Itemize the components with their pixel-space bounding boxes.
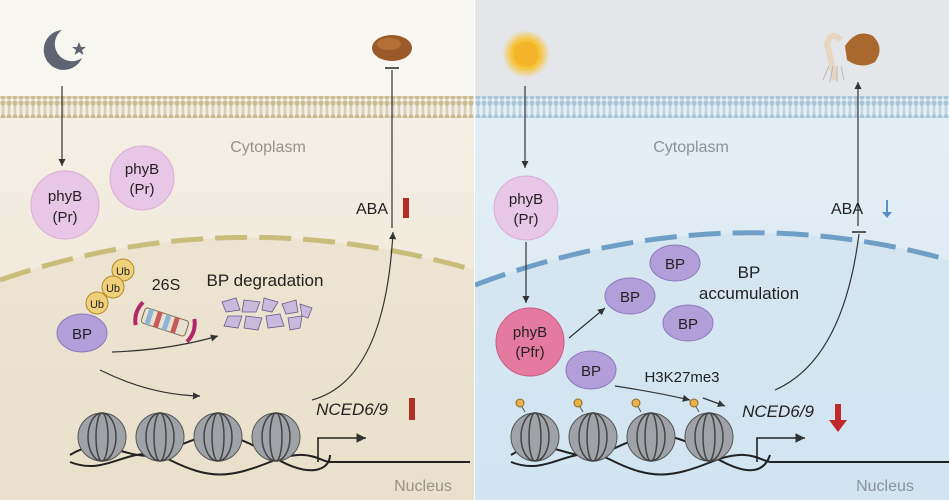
aba-label: ABA [831,201,863,218]
h3k27me3-label: H3K27me3 [644,369,719,386]
ubiquitin-chain: Ub Ub Ub [85,258,135,315]
bp-accumulation-label: BP [738,263,761,282]
cell-membrane [475,96,949,118]
phyb-pr-protein: phyB (Pr) [30,170,100,240]
nced-gene-label: NCED6/9 [742,402,814,421]
dna-strand [69,453,470,476]
nced-up-arrow [403,398,421,420]
phyb-pr-protein: phyB (Pr) [109,145,175,211]
nuclear-envelope [475,230,949,288]
svg-text:(Pr): (Pr) [53,209,78,226]
nced-down-arrow [829,404,847,432]
methylation-arrow [702,397,726,407]
star-icon [72,42,86,55]
svg-text:(Pr): (Pr) [514,211,539,228]
moon-icon [43,30,82,70]
aba-label: ABA [356,201,388,218]
dna-strand [510,453,949,476]
methylation-mark [689,398,700,413]
methylation-mark [631,398,642,413]
nucleosome [626,412,676,462]
bp-accumulation-label: accumulation [699,284,799,303]
nucleosome [684,412,734,462]
sun-icon [502,30,550,78]
aba-down-arrow [882,200,892,218]
svg-text:BP: BP [665,256,685,273]
bp-protein: BP [565,350,617,390]
cytoplasm-label: Cytoplasm [230,139,306,156]
svg-text:(Pfr): (Pfr) [515,344,544,361]
svg-text:BP: BP [678,316,698,333]
light-condition-diagram: Cytoplasm ABA phyB (Pr) phyB (Pfr) BP BP [475,0,949,500]
cytoplasm-label: Cytoplasm [653,139,729,156]
light-panel: Cytoplasm ABA phyB (Pr) phyB (Pfr) BP BP [475,0,949,500]
svg-text:phyB: phyB [125,161,159,178]
nucleus-label: Nucleus [856,478,914,495]
nucleosome [77,412,127,462]
aba-up-arrow [397,198,415,218]
germinating-seed-icon [822,32,880,83]
svg-text:BP: BP [72,326,92,343]
phyb-pr-protein: phyB (Pr) [493,175,559,241]
svg-text:phyB: phyB [48,188,82,205]
proteasome-26s [133,300,197,344]
svg-text:phyB: phyB [509,191,543,208]
bp-degradation-label: BP degradation [207,271,324,290]
bp-protein: BP [56,313,108,353]
svg-text:Ub: Ub [106,283,120,295]
methylation-mark [573,398,584,413]
panel-divider [474,0,475,500]
svg-text:BP: BP [620,289,640,306]
svg-text:Ub: Ub [116,266,130,278]
cell-membrane [0,96,474,118]
degradation-arrow [111,334,219,353]
nucleosome [510,412,560,462]
nucleosome [251,412,301,462]
bp-protein: BP [604,277,656,315]
proteasome-label: 26S [152,277,180,294]
nced-to-aba-line [774,233,860,391]
dark-panel: Cytoplasm phyB (Pr) phyB (Pr) ABA Ub Ub … [0,0,474,500]
stabilization-arrow [568,307,606,339]
svg-text:Ub: Ub [90,299,104,311]
svg-text:BP: BP [581,363,601,380]
svg-text:phyB: phyB [513,324,547,341]
nced-gene-label: NCED6/9 [316,400,388,419]
bp-protein: BP [649,244,701,282]
nuclear-envelope [0,234,474,283]
svg-text:(Pr): (Pr) [130,181,155,198]
degraded-fragments [221,297,313,331]
transcription-start-arrow [756,433,805,462]
nucleosome [135,412,185,462]
nucleus-label: Nucleus [394,478,452,495]
nucleosome [193,412,243,462]
bp-target-arrow [614,385,691,402]
bp-protein: BP [662,304,714,342]
methylation-mark [515,398,526,413]
phyb-pfr-protein: phyB (Pfr) [495,307,565,377]
nucleosome [568,412,618,462]
nced-to-aba-arrow [311,231,397,401]
bp-target-arrow [99,369,201,400]
dark-condition-diagram: Cytoplasm phyB (Pr) phyB (Pr) ABA Ub Ub … [0,0,474,500]
dormant-seed-icon [372,35,412,61]
transcription-start-arrow [317,433,366,462]
